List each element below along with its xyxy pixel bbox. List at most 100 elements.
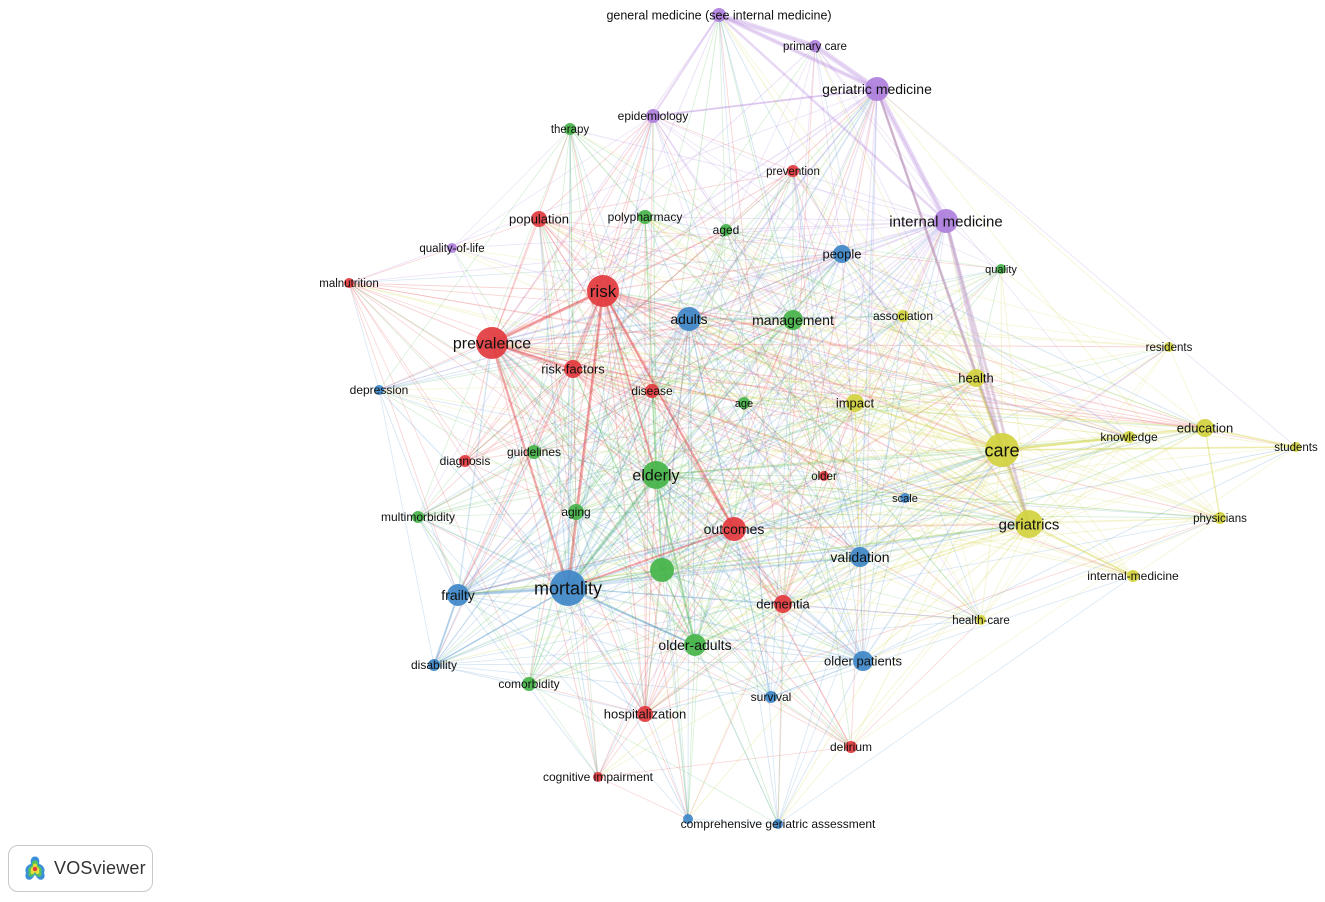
node-aged[interactable] (720, 224, 732, 236)
node-geriatric-medicine[interactable] (865, 77, 889, 101)
node-label-quality[interactable]: quality (985, 264, 1017, 276)
node-delirium[interactable] (845, 741, 857, 753)
node-dementia[interactable] (774, 595, 792, 613)
node-label-scale[interactable]: scale (892, 493, 918, 505)
node-label-health[interactable]: health (958, 371, 993, 386)
node-label-knowledge[interactable]: knowledge (1100, 430, 1158, 444)
node-elderly[interactable] (642, 461, 670, 489)
node-label-polypharmacy[interactable]: polypharmacy (608, 210, 683, 224)
node-label-risk-factors[interactable]: risk-factors (541, 362, 605, 377)
node-older-adults[interactable] (684, 634, 706, 656)
node-label-aging[interactable]: aging (561, 505, 590, 519)
node-hospitalization[interactable] (637, 706, 653, 722)
node-comorbidity[interactable] (522, 677, 536, 691)
node-label-older-patients[interactable]: older patients (824, 654, 903, 669)
node-label-older-adults[interactable]: older-adults (658, 637, 731, 653)
node-label-impact[interactable]: impact (836, 396, 875, 411)
node-unlabeled-1[interactable] (650, 558, 674, 582)
node-polypharmacy[interactable] (638, 210, 652, 224)
node-label-depression[interactable]: depression (350, 383, 409, 397)
node-label-older[interactable]: older (811, 471, 837, 483)
node-prevalence[interactable] (476, 327, 508, 359)
node-population[interactable] (531, 211, 547, 227)
node-geriatrics[interactable] (1015, 510, 1043, 538)
node-label-population[interactable]: population (509, 212, 569, 227)
node-education[interactable] (1196, 419, 1214, 437)
node-students[interactable] (1291, 442, 1301, 452)
node-label-geriatric-medicine[interactable]: geriatric medicine (822, 81, 932, 97)
node-older-patients[interactable] (853, 651, 873, 671)
node-label-risk[interactable]: risk (590, 282, 617, 301)
node-label-malnutrition[interactable]: malnutrition (319, 278, 378, 290)
node-label-internal-medicine[interactable]: internal-medicine (1087, 569, 1179, 583)
node-label-care[interactable]: care (984, 440, 1019, 460)
node-label-frailty[interactable]: frailty (441, 587, 474, 603)
node-risk[interactable] (587, 275, 619, 307)
node-disease[interactable] (645, 384, 659, 398)
node-depression[interactable] (374, 385, 384, 395)
node-label-prevention[interactable]: prevention (766, 166, 820, 178)
node-guidelines[interactable] (527, 445, 541, 459)
node-label-hospitalization[interactable]: hospitalization (604, 707, 686, 722)
node-validation[interactable] (850, 547, 870, 567)
node-age[interactable] (738, 397, 750, 409)
node-health-care[interactable] (976, 615, 986, 625)
node-knowledge[interactable] (1123, 431, 1135, 443)
node-people[interactable] (833, 245, 851, 263)
node-label-diagnosis[interactable]: diagnosis (440, 454, 491, 468)
node-label-students[interactable]: students (1274, 442, 1318, 454)
node-label-physicians[interactable]: physicians (1193, 513, 1247, 525)
node-cognitive-impairment[interactable] (593, 772, 603, 782)
node-epidemiology[interactable] (646, 109, 660, 123)
node-label-people[interactable]: people (822, 247, 861, 262)
node-label-association[interactable]: association (873, 309, 933, 323)
node-internal-medicine[interactable] (1127, 570, 1139, 582)
node-label-delirium[interactable]: delirium (830, 740, 872, 754)
node-impact[interactable] (846, 394, 864, 412)
node-aging[interactable] (568, 504, 584, 520)
node-label-internal-medicine[interactable]: internal medicine (889, 213, 1002, 230)
node-label-residents[interactable]: residents (1146, 342, 1193, 354)
node-label-management[interactable]: management (752, 312, 834, 328)
node-label-disability[interactable]: disability (411, 658, 457, 672)
node-label-mortality[interactable]: mortality (534, 578, 602, 598)
node-care[interactable] (985, 433, 1019, 467)
node-label-survival[interactable]: survival (751, 690, 792, 704)
node-label-quality-of-life[interactable]: quality-of-life (419, 243, 484, 255)
node-physicians[interactable] (1214, 512, 1226, 524)
node-label-therapy[interactable]: therapy (551, 124, 590, 136)
node-label-aged[interactable]: aged (713, 223, 740, 237)
node-multimorbidity[interactable] (412, 511, 424, 523)
node-scale[interactable] (900, 493, 910, 503)
node-management[interactable] (783, 310, 803, 330)
node-diagnosis[interactable] (459, 455, 471, 467)
node-primary-care[interactable] (809, 40, 821, 52)
node-prevention[interactable] (787, 165, 799, 177)
node-frailty[interactable] (447, 584, 469, 606)
node-quality-of-life[interactable] (447, 243, 457, 253)
node-label-prevalence[interactable]: prevalence (453, 336, 531, 353)
node-label-cognitive-impairment[interactable]: cognitive impairment (543, 770, 654, 784)
node-label-disease[interactable]: disease (631, 384, 673, 398)
node-quality[interactable] (996, 264, 1006, 274)
node-label-general-medicine-see-internal-medicine[interactable]: general medicine (see internal medicine) (606, 8, 831, 22)
node-comprehensive-geriatric-assessment[interactable] (773, 819, 783, 829)
node-therapy[interactable] (564, 123, 576, 135)
node-residents[interactable] (1164, 342, 1174, 352)
node-label-multimorbidity[interactable]: multimorbidity (381, 510, 455, 524)
node-association[interactable] (897, 310, 909, 322)
node-label-adults[interactable]: adults (670, 311, 707, 327)
node-risk-factors[interactable] (564, 360, 582, 378)
node-label-health-care[interactable]: health-care (952, 615, 1010, 627)
node-adults[interactable] (677, 307, 701, 331)
node-unlabeled-2[interactable] (683, 814, 693, 824)
node-label-outcomes[interactable]: outcomes (704, 521, 765, 537)
node-label-validation[interactable]: validation (830, 549, 889, 565)
node-mortality[interactable] (550, 570, 586, 606)
node-label-comprehensive-geriatric-assessment[interactable]: comprehensive geriatric assessment (681, 817, 876, 831)
node-malnutrition[interactable] (344, 278, 354, 288)
node-label-epidemiology[interactable]: epidemiology (618, 109, 689, 123)
node-outcomes[interactable] (722, 517, 746, 541)
node-survival[interactable] (765, 691, 777, 703)
